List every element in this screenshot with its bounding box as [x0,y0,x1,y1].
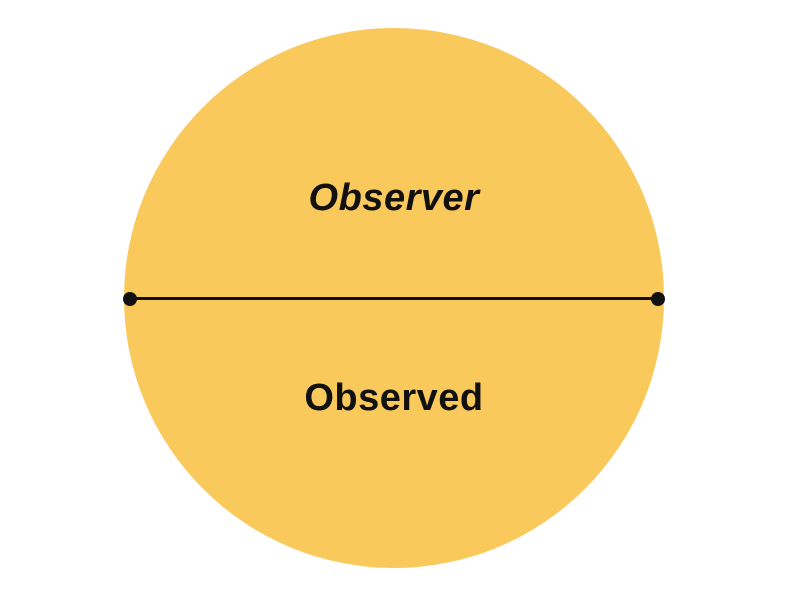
right-endpoint-dot [651,292,665,306]
left-endpoint-dot [123,292,137,306]
bottom-half-label: Observed [304,377,484,419]
top-half-label: Observer [308,177,480,219]
diameter-divider-line [130,297,658,300]
